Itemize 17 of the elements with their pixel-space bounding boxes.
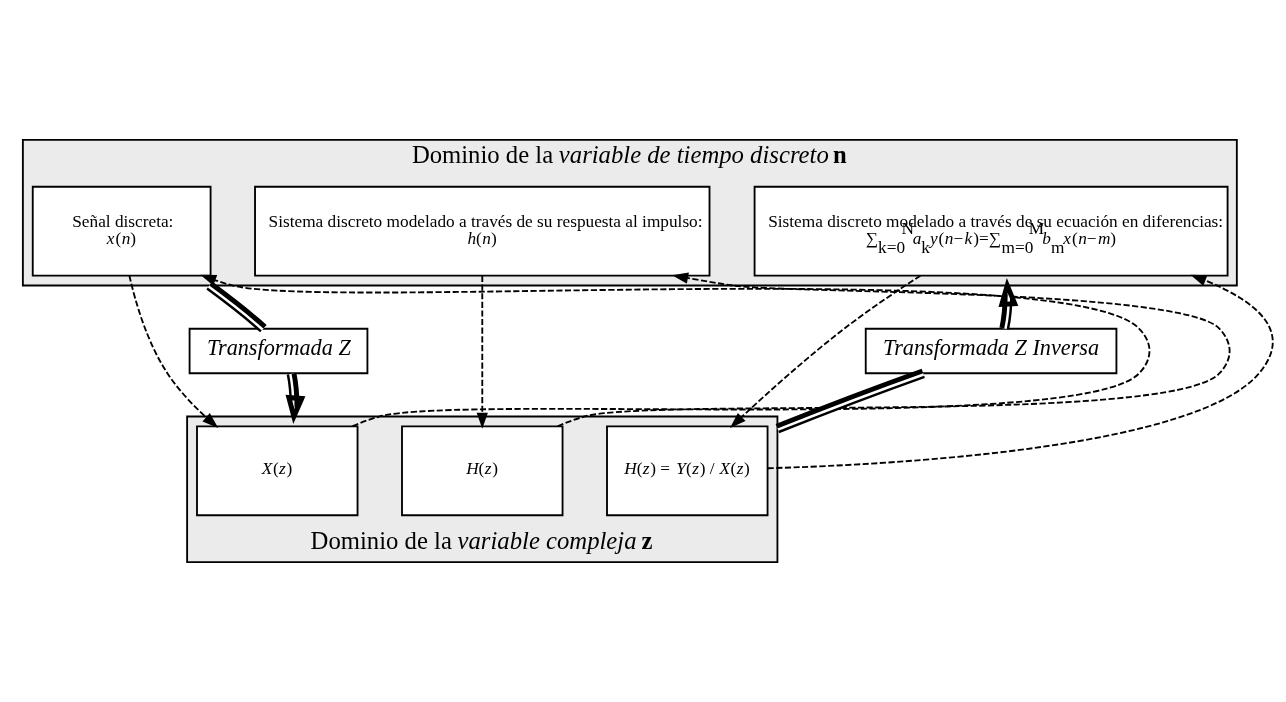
arrow [556,272,1231,428]
node-box: X(z) [196,425,359,517]
node-box: H(z) = Y(z) / X(z) [606,425,769,517]
connector [775,368,925,434]
node-box: H(z) [401,425,564,517]
arrow [766,274,1274,470]
connector [206,281,267,333]
node-box: Sistema discreto modelado a través de su respuesta al impulso: h(n) [254,185,711,277]
arrow [998,278,1019,330]
arrow [285,372,306,424]
node-box: Transformada Z Inversa [864,327,1118,375]
node-box: Señal discreta: x(n) [31,185,212,277]
node-box: Transformada Z [188,327,369,375]
arrow [476,275,488,429]
arrow [128,274,219,428]
arrow [200,274,1151,428]
arrow [729,274,922,428]
